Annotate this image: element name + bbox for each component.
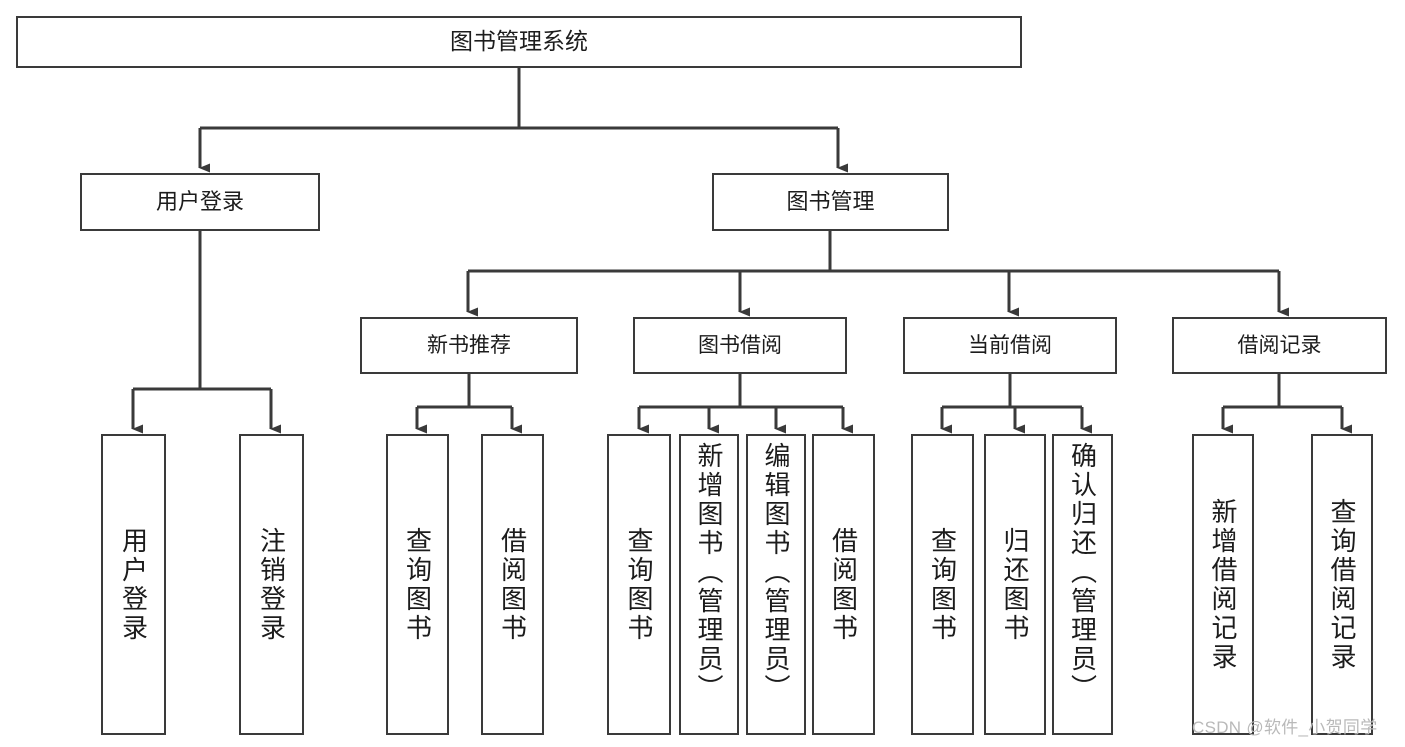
node-leaf-borrow-book-label: 借阅图书: [828, 526, 859, 643]
node-leaf-return-book[interactable]: 归还图书: [984, 434, 1046, 735]
node-leaf-borrow-book[interactable]: 借阅图书: [812, 434, 875, 735]
node-leaf-logout-login[interactable]: 注销登录: [239, 434, 304, 735]
node-leaf-confirm-return-admin[interactable]: 确认归还（管理员）: [1052, 434, 1113, 735]
node-book-management[interactable]: 图书管理: [712, 173, 949, 231]
node-new-book-recommend[interactable]: 新书推荐: [360, 317, 578, 374]
node-leaf-query-book-newbook[interactable]: 查询图书: [386, 434, 449, 735]
node-leaf-query-book-newbook-label: 查询图书: [402, 526, 433, 643]
node-leaf-edit-book-admin-label: 编辑图书（管理员）: [761, 442, 791, 703]
node-current-borrow-label: 当前借阅: [968, 333, 1052, 357]
node-leaf-borrow-book-newbook[interactable]: 借阅图书: [481, 434, 544, 735]
node-book-borrow-label: 图书借阅: [698, 333, 782, 357]
node-user-login[interactable]: 用户登录: [80, 173, 320, 231]
node-leaf-user-login-label: 用户登录: [118, 526, 149, 643]
node-leaf-query-borrow-record-label: 查询借阅记录: [1327, 497, 1357, 672]
node-leaf-borrow-book-newbook-label: 借阅图书: [497, 526, 528, 643]
node-book-management-label: 图书管理: [786, 188, 875, 214]
node-book-borrow[interactable]: 图书借阅: [633, 317, 847, 374]
node-leaf-query-book-borrow[interactable]: 查询图书: [607, 434, 671, 735]
node-user-login-label: 用户登录: [155, 188, 244, 214]
node-borrow-record-label: 借阅记录: [1237, 333, 1322, 357]
node-root-label: 图书管理系统: [450, 28, 588, 55]
node-leaf-edit-book-admin[interactable]: 编辑图书（管理员）: [746, 434, 806, 735]
node-leaf-query-book-current-label: 查询图书: [927, 526, 958, 643]
node-borrow-record[interactable]: 借阅记录: [1172, 317, 1387, 374]
node-leaf-add-book-admin[interactable]: 新增图书（管理员）: [679, 434, 739, 735]
node-leaf-query-borrow-record[interactable]: 查询借阅记录: [1311, 434, 1373, 735]
node-root[interactable]: 图书管理系统: [16, 16, 1022, 68]
node-leaf-user-login[interactable]: 用户登录: [101, 434, 166, 735]
node-leaf-query-book-current[interactable]: 查询图书: [911, 434, 974, 735]
node-new-book-recommend-label: 新书推荐: [427, 333, 511, 357]
node-leaf-add-borrow-record-label: 新增借阅记录: [1208, 497, 1238, 672]
node-leaf-confirm-return-admin-label: 确认归还（管理员）: [1067, 442, 1098, 703]
node-leaf-return-book-label: 归还图书: [1000, 526, 1030, 643]
watermark-text: CSDN @软件_小贺同学: [1192, 718, 1378, 737]
node-leaf-query-book-borrow-label: 查询图书: [624, 526, 654, 643]
node-leaf-logout-login-label: 注销登录: [256, 526, 287, 643]
node-leaf-add-book-admin-label: 新增图书（管理员）: [694, 442, 724, 703]
node-current-borrow[interactable]: 当前借阅: [903, 317, 1117, 374]
node-leaf-add-borrow-record[interactable]: 新增借阅记录: [1192, 434, 1254, 735]
